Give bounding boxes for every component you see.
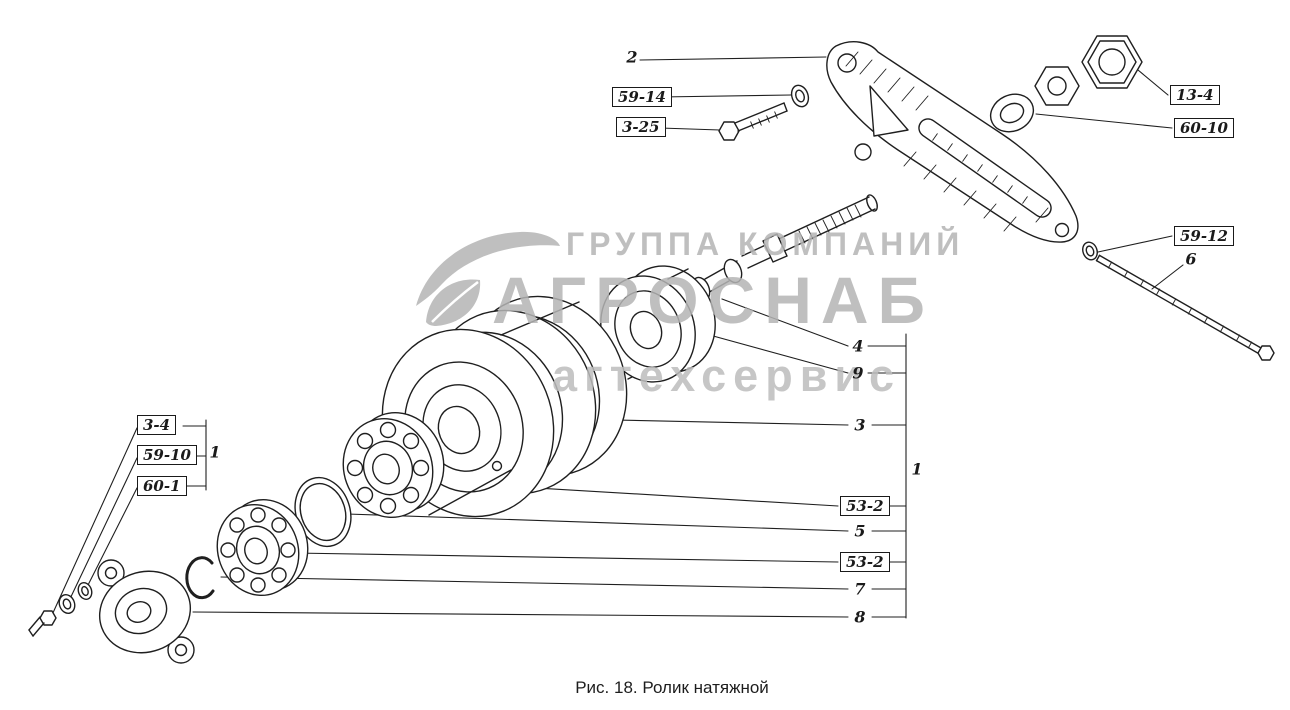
- callout-box-3-4: 3-4: [137, 415, 177, 435]
- callout-num-3: 3: [854, 415, 866, 435]
- stud-threads: [1107, 261, 1253, 349]
- callout-num-6: 6: [1185, 249, 1197, 269]
- snap-ring-part: [185, 556, 215, 600]
- shaft-threads: [798, 204, 862, 244]
- bearing-front-part: [342, 411, 445, 519]
- callout-num-8: 8: [854, 607, 866, 627]
- shaft-part: [741, 194, 878, 269]
- callout-box-59-14: 59-14: [612, 87, 672, 107]
- bracket-part: [826, 41, 1079, 243]
- callout-num-9: 9: [852, 363, 864, 383]
- bolt-washer-part: [790, 84, 810, 108]
- stud-washer-part: [1082, 241, 1098, 261]
- cover-plate-part: [97, 559, 195, 664]
- lock-washer-part: [77, 582, 93, 600]
- watermark-logo: [416, 231, 560, 326]
- callout-box-13-4: 13-4: [1170, 85, 1220, 105]
- callout-box-3-25: 3-25: [616, 117, 666, 137]
- watermark-text-line1: ГРУППА КОМПАНИЙ: [566, 226, 965, 262]
- callout-box-53-2-upper: 53-2: [840, 496, 890, 516]
- watermark-text-line2: АГРОСНАБ: [492, 263, 934, 337]
- flat-washer-part: [58, 594, 76, 614]
- mount-bolt-part: [718, 102, 788, 141]
- bearing-rear-part: [216, 498, 309, 597]
- callout-box-60-10: 60-10: [1174, 118, 1234, 138]
- callout-num-1-right: 1: [911, 459, 923, 479]
- callout-box-53-2-lower: 53-2: [840, 552, 890, 572]
- leader-lines: [51, 56, 1184, 619]
- figure-caption: Рис. 18. Ролик натяжной: [575, 678, 769, 697]
- pulley-part: [381, 295, 628, 518]
- callout-num-1-left: 1: [209, 442, 221, 462]
- callout-box-60-1: 60-1: [137, 476, 187, 496]
- nut-large-part: [1081, 35, 1143, 89]
- callout-num-5: 5: [854, 521, 866, 541]
- callout-num-7: 7: [854, 579, 866, 599]
- washer-60-10-part: [989, 93, 1035, 133]
- callout-num-2: 2: [626, 47, 638, 67]
- callout-box-59-10: 59-10: [137, 445, 197, 465]
- small-bolt-part: [28, 610, 57, 637]
- callout-num-4: 4: [852, 336, 864, 356]
- flange-washer-part: [600, 265, 716, 383]
- callout-box-59-12: 59-12: [1174, 226, 1234, 246]
- adjusting-stud-part: [1095, 254, 1275, 361]
- bracket-hatching: [845, 51, 1049, 232]
- watermark-text-line3: агтехсервис: [552, 350, 902, 401]
- nut-small-part: [1034, 66, 1080, 106]
